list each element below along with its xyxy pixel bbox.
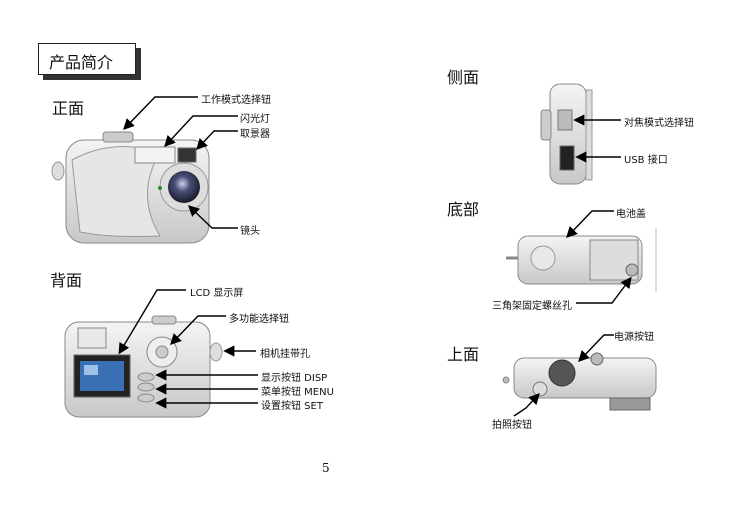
heading-bottom: 底部 — [447, 200, 480, 219]
label-focus: 对焦模式选择钮 — [624, 118, 694, 129]
label-lens: 镜头 — [240, 226, 260, 237]
label-usb: USB 接口 — [624, 155, 668, 166]
label-battery: 电池盖 — [616, 209, 646, 220]
label-lcd: LCD 显示屏 — [190, 288, 244, 299]
label-disp: 显示按钮 DISP — [261, 373, 328, 384]
top-camera-illustration — [502, 352, 657, 411]
label-multi-selector: 多功能选择钮 — [229, 314, 289, 325]
label-flash: 闪光灯 — [240, 114, 270, 125]
page-number: 5 — [322, 461, 330, 475]
page-title: 产品简介 — [49, 53, 114, 72]
heading-side: 侧面 — [447, 68, 480, 87]
back-camera-illustration — [64, 315, 223, 418]
heading-front: 正面 — [52, 99, 85, 118]
label-viewfinder: 取景器 — [240, 129, 270, 140]
label-mode-dial: 工作模式选择钮 — [201, 95, 271, 106]
heading-back: 背面 — [50, 271, 83, 290]
label-power: 电源按钮 — [614, 332, 654, 343]
heading-top: 上面 — [447, 345, 480, 364]
label-menu: 菜单按钮 MENU — [261, 387, 334, 398]
side-camera-illustration — [540, 83, 593, 185]
label-shutter: 拍照按钮 — [492, 420, 532, 431]
label-set: 设置按钮 SET — [261, 401, 323, 412]
front-camera-illustration — [51, 131, 210, 244]
section-title-box: 产品简介 — [38, 43, 136, 75]
label-tripod: 三角架固定螺丝孔 — [492, 301, 572, 312]
label-strap-hole: 相机挂带孔 — [260, 349, 310, 360]
bottom-camera-illustration — [506, 228, 657, 292]
